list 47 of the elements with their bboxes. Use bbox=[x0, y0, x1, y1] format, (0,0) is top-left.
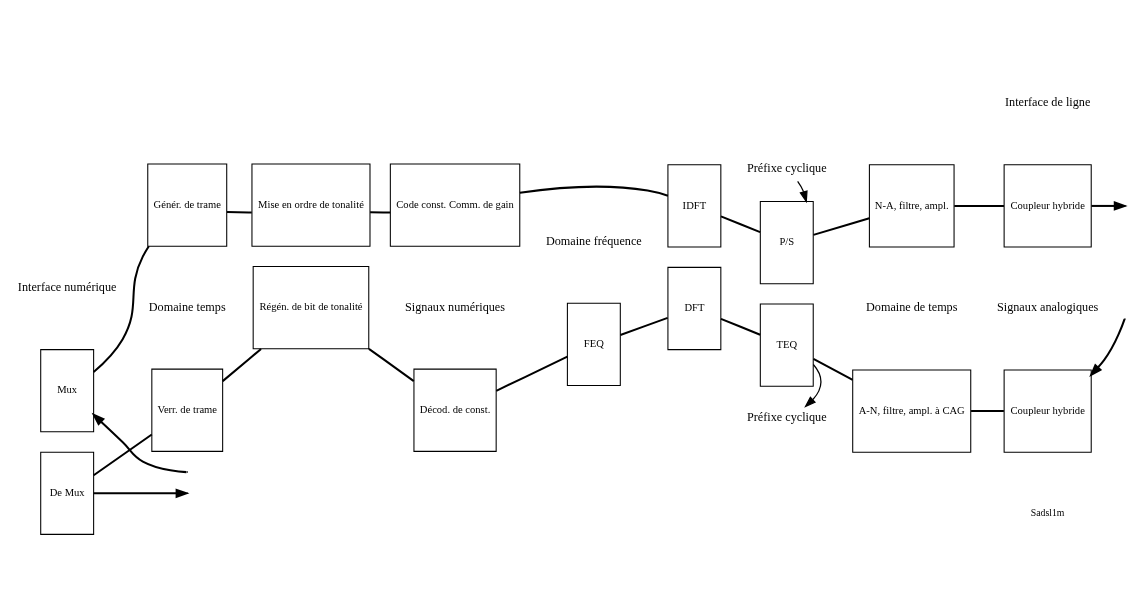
node-box: A-N, filtre, ampl. à CAG bbox=[852, 368, 972, 453]
connector bbox=[93, 433, 153, 476]
node-box: Verr. de trame bbox=[151, 368, 224, 452]
arrow bbox=[91, 412, 187, 473]
node-box: IDFT bbox=[667, 163, 722, 248]
node-text: Préfixe cyclique bbox=[746, 409, 827, 424]
node-box: TEQ bbox=[759, 303, 814, 387]
label: Sadsl1m bbox=[1030, 506, 1065, 518]
node-box: P/S bbox=[759, 200, 814, 284]
node-box: FEQ bbox=[566, 302, 621, 386]
arrow bbox=[1089, 318, 1126, 377]
label: Signaux numériques bbox=[405, 299, 506, 314]
node-box: Mise en ordre de tonalité bbox=[251, 163, 371, 247]
label: Interface numérique bbox=[17, 279, 117, 294]
connector bbox=[812, 357, 854, 381]
connector bbox=[370, 210, 391, 213]
label: Interface de ligne bbox=[1004, 94, 1091, 109]
node-box: Mux bbox=[40, 348, 95, 432]
connector bbox=[227, 210, 252, 213]
connector bbox=[620, 316, 668, 336]
label: Domaine temps bbox=[148, 299, 226, 314]
node-box: Coupleur hybride bbox=[1003, 368, 1092, 453]
node-text: Préfixe cyclique bbox=[746, 160, 827, 175]
connector bbox=[519, 185, 669, 197]
node-box: Régén. de bit de tonalité bbox=[252, 265, 370, 349]
arrow bbox=[797, 180, 808, 203]
label: Signaux analogiques bbox=[997, 299, 1099, 314]
connector bbox=[368, 347, 415, 382]
connector bbox=[971, 409, 1004, 412]
node-box: Génér. de trame bbox=[147, 163, 228, 247]
node-box: Décod. de const. bbox=[413, 368, 497, 452]
connector bbox=[954, 204, 1004, 207]
node-box: De Mux bbox=[40, 451, 95, 535]
connector bbox=[93, 245, 150, 373]
label: Domaine de temps bbox=[865, 299, 958, 314]
node-box: DFT bbox=[667, 266, 722, 350]
connector bbox=[720, 214, 761, 233]
label: Domaine fréquence bbox=[545, 233, 642, 248]
connector bbox=[222, 347, 262, 382]
arrow bbox=[93, 487, 190, 498]
node-box: Coupleur hybride bbox=[1003, 163, 1092, 248]
arrow bbox=[804, 363, 822, 408]
node-box: Code const. Comm. de gain bbox=[389, 163, 521, 247]
connector bbox=[720, 317, 761, 336]
node-box: N-A, filtre, ampl. bbox=[868, 163, 955, 248]
connector bbox=[495, 355, 568, 392]
connector bbox=[813, 216, 870, 236]
